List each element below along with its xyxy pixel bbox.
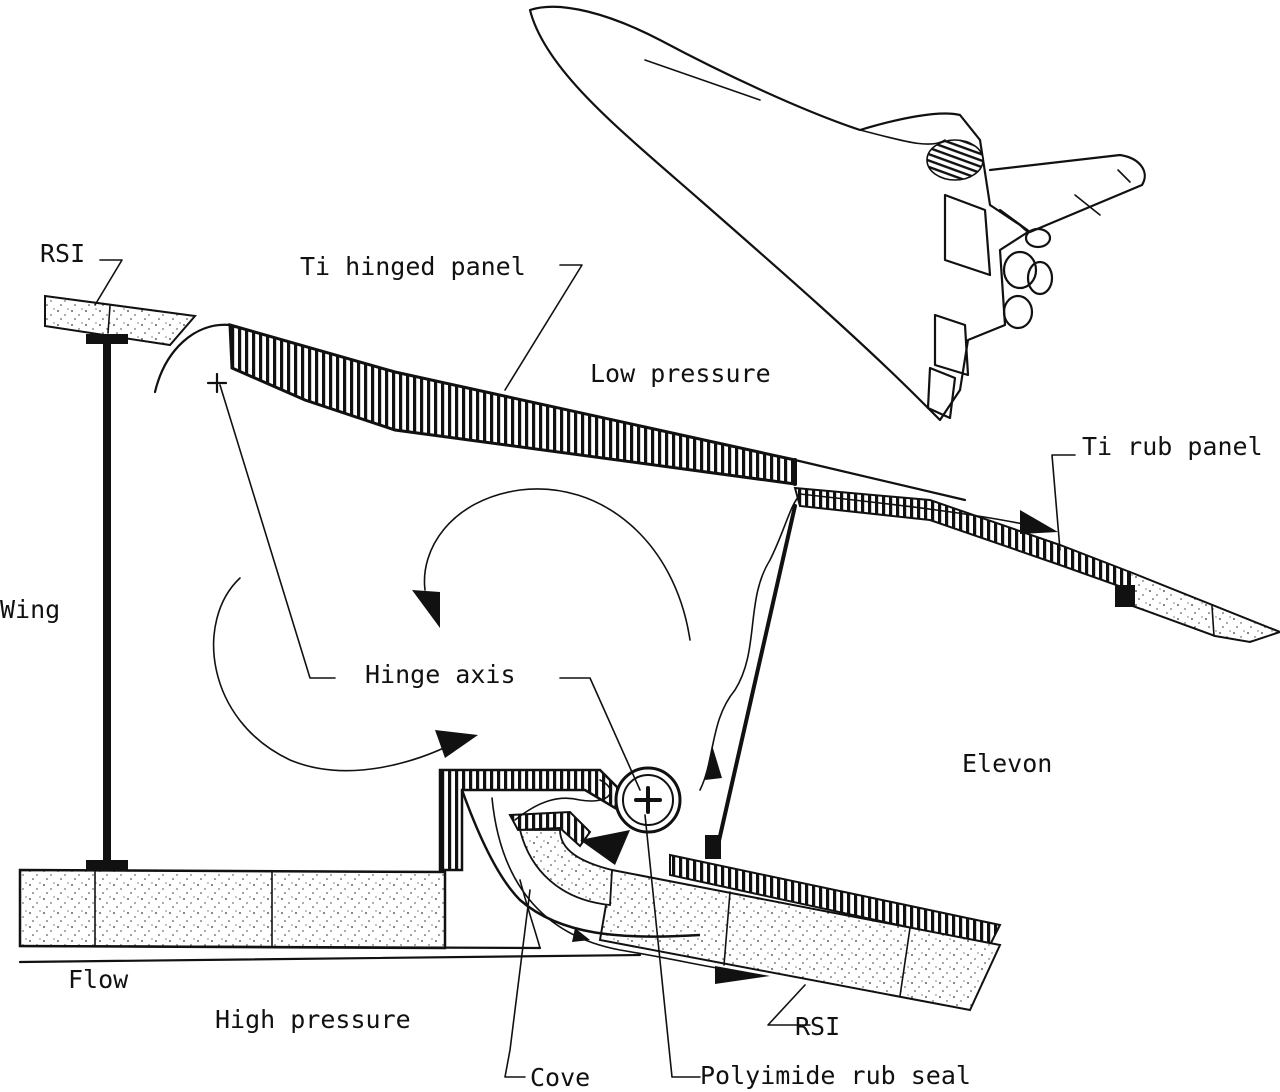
label-elevon: Elevon: [962, 749, 1052, 778]
wing-spar: [103, 340, 111, 865]
label-hinge-axis: Hinge axis: [365, 660, 516, 689]
label-wing: Wing: [0, 595, 60, 624]
shuttle-illustration: [528, 5, 1146, 422]
leader-lines: [94, 259, 1076, 1078]
label-high-pressure: High pressure: [215, 1005, 411, 1034]
hinge-axis-marker: [206, 372, 228, 394]
label-polyimide-rub-seal: Polyimide rub seal: [700, 1061, 971, 1090]
flow-arrows: [18, 488, 1058, 984]
label-ti-hinged-panel: Ti hinged panel: [300, 252, 526, 281]
label-ti-rub-panel: Ti rub panel: [1082, 432, 1263, 461]
lower-rsi-tiles: [18, 868, 447, 950]
label-rsi-top: RSI: [40, 239, 85, 268]
label-flow: Flow: [68, 965, 129, 994]
polyimide-seal-wedge: [580, 830, 630, 865]
label-rsi-bottom: RSI: [795, 1012, 840, 1041]
wing-structure: [18, 294, 542, 950]
elevon-structure: [438, 486, 1280, 1012]
cove-wall: [438, 768, 622, 872]
shuttle-window-hatch: [926, 139, 984, 181]
label-low-pressure: Low pressure: [590, 359, 771, 388]
label-cove: Cove: [530, 1063, 590, 1092]
upper-rsi-tile: [44, 294, 197, 347]
ti-hinged-panel: [153, 322, 967, 502]
ti-rub-panel: [793, 486, 1131, 592]
